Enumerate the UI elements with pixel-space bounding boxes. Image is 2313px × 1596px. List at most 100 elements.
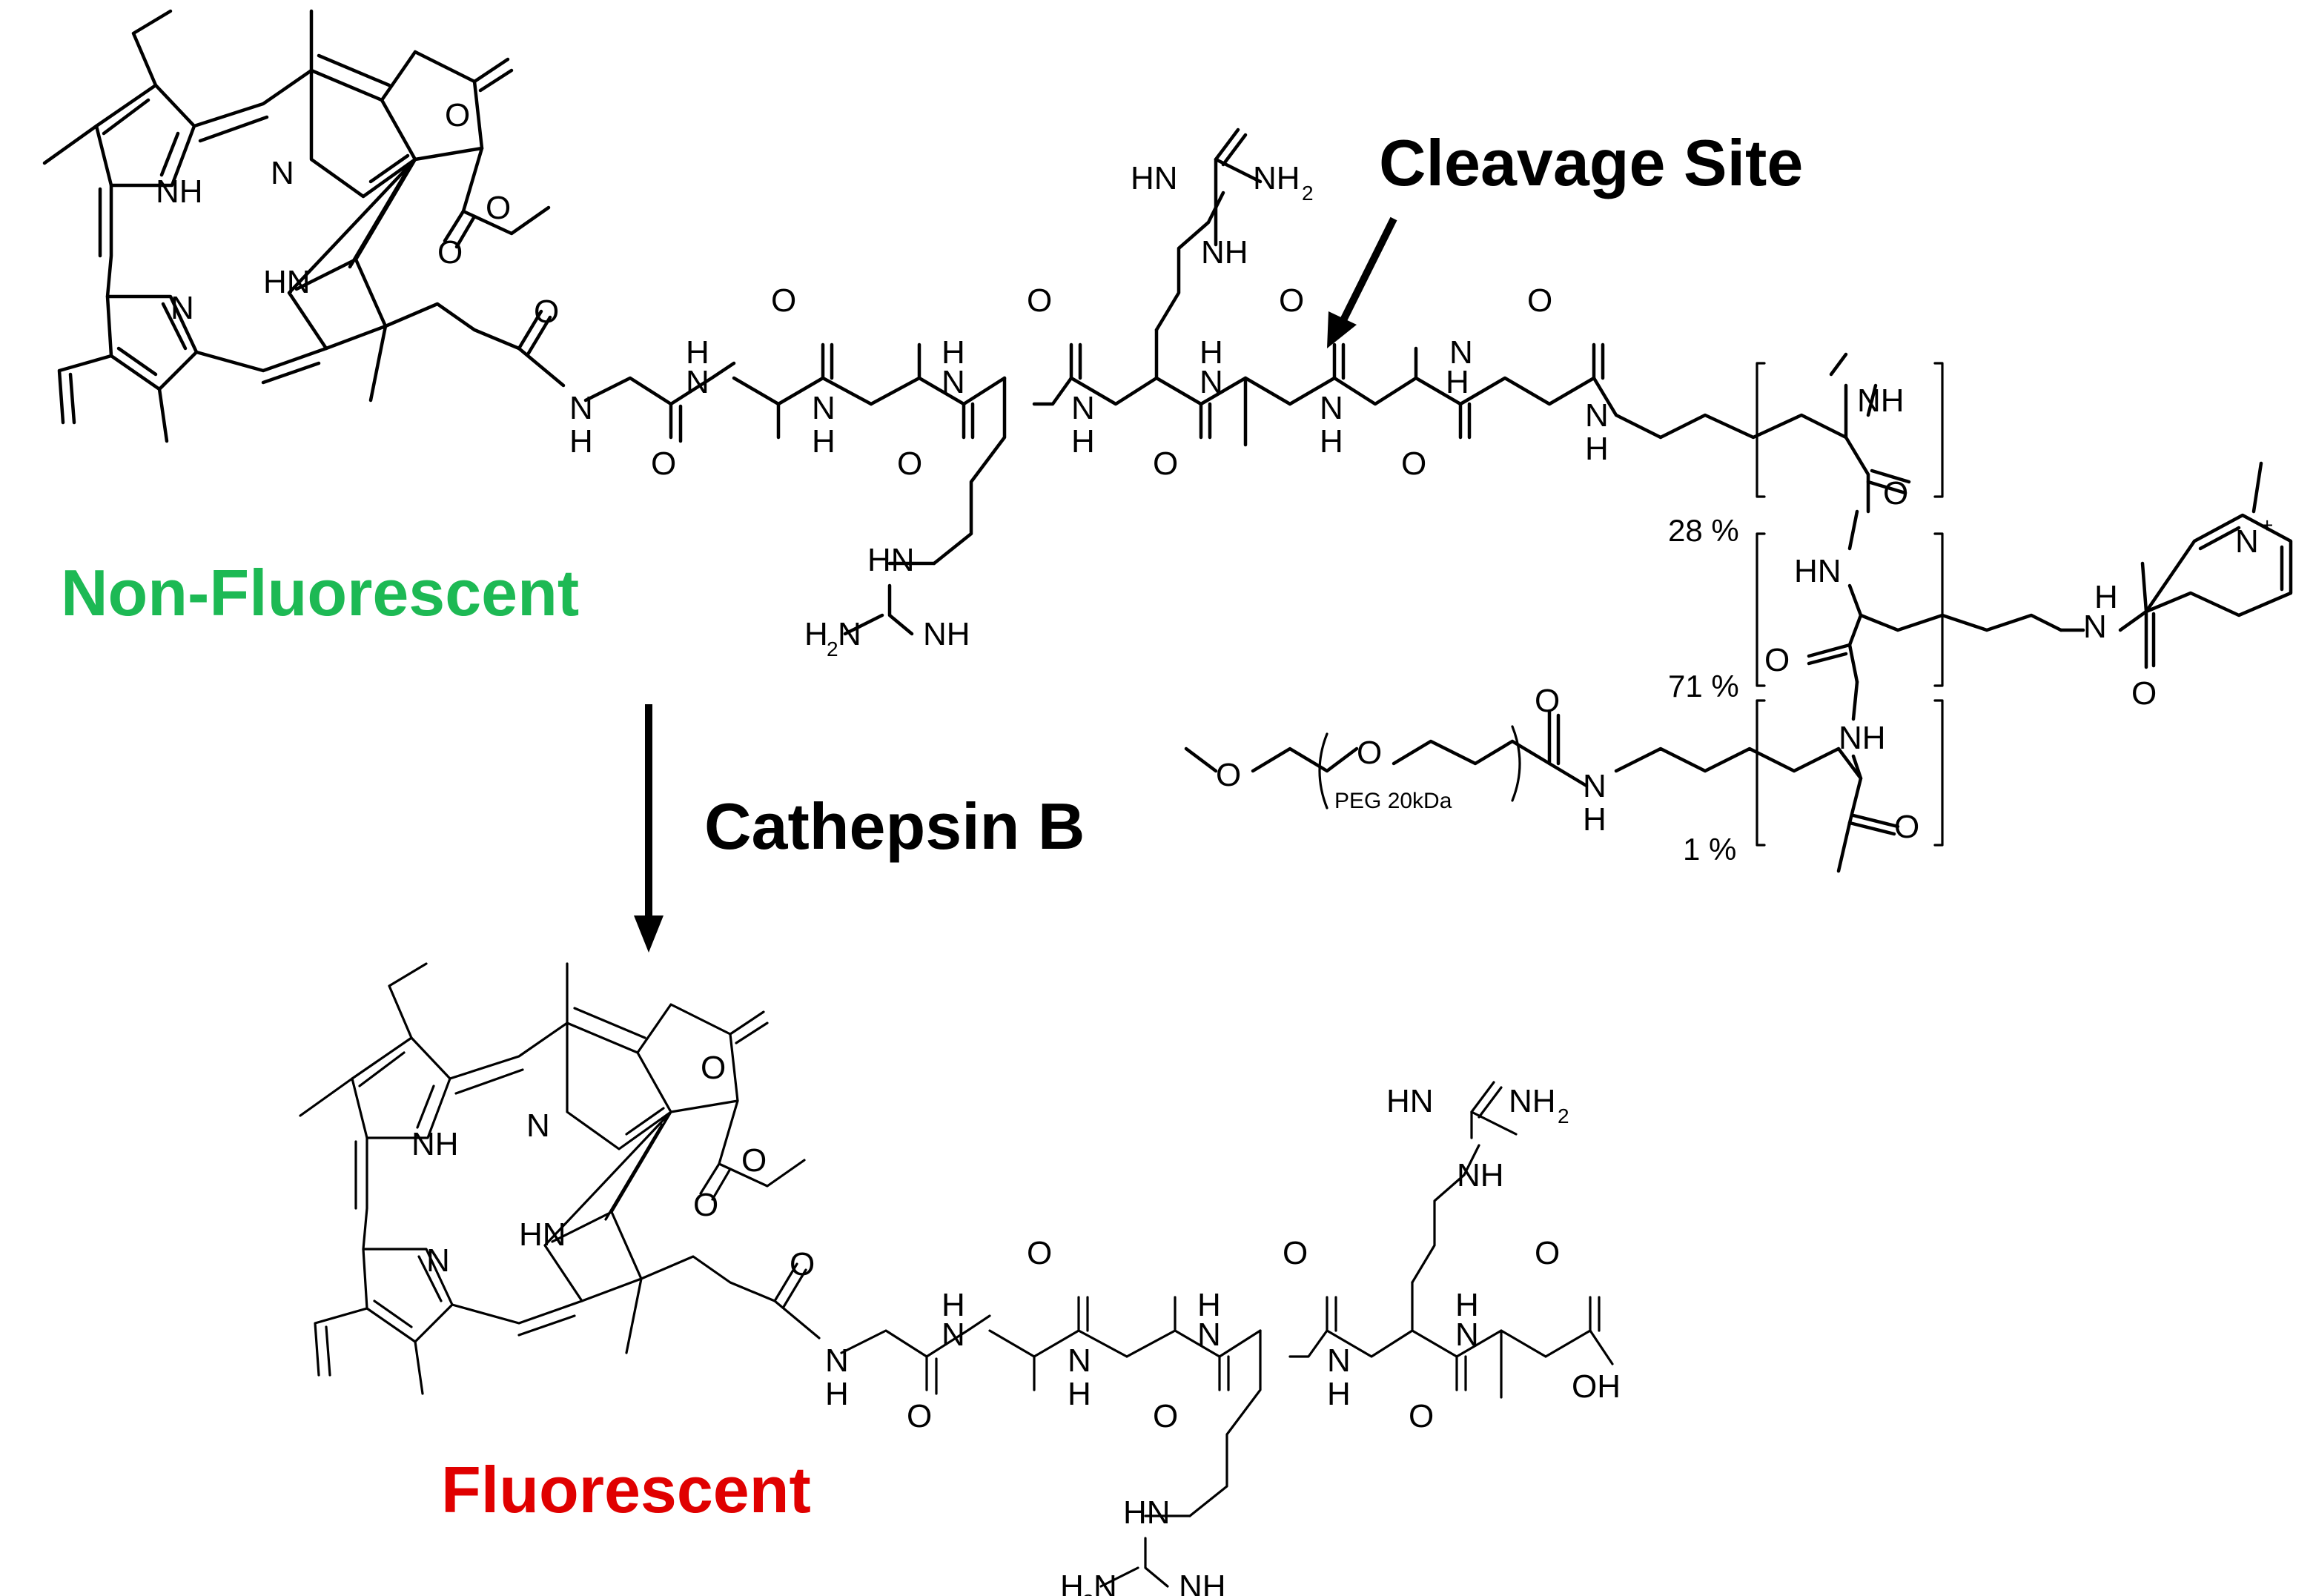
svg-text:NH: NH [156, 173, 203, 210]
peg-chain: O O O N H PEG 20kDa [1184, 683, 1863, 838]
svg-text:O: O [534, 294, 559, 330]
svg-text:HN: HN [1386, 1083, 1434, 1119]
svg-text:H: H [1455, 1287, 1479, 1323]
svg-text:O: O [741, 1142, 767, 1179]
svg-text:2: 2 [1558, 1105, 1569, 1128]
svg-text:NH: NH [1253, 160, 1300, 196]
svg-text:O: O [1409, 1398, 1434, 1434]
svg-text:O: O [1527, 282, 1552, 319]
svg-text:NH: NH [1457, 1157, 1504, 1193]
svg-text:N: N [838, 616, 861, 652]
svg-text:H: H [812, 423, 835, 460]
svg-text:H: H [942, 334, 965, 371]
svg-text:N: N [1199, 364, 1223, 400]
svg-text:N: N [1320, 390, 1343, 426]
svg-text:N: N [1585, 397, 1609, 434]
chlorin-core-bottom: NH N O O O HN N O [299, 962, 821, 1395]
svg-text:HN: HN [867, 542, 915, 578]
svg-text:O: O [1153, 446, 1178, 482]
svg-text:H: H [2094, 579, 2118, 615]
svg-text:HN: HN [1131, 160, 1178, 196]
svg-text:N: N [812, 390, 835, 426]
svg-text:O: O [1357, 735, 1382, 771]
svg-text:O: O [1027, 1235, 1052, 1271]
svg-text:O: O [1764, 642, 1790, 678]
svg-text:N: N [2235, 523, 2259, 560]
svg-text:O: O [2131, 675, 2157, 712]
svg-text:HN: HN [1123, 1494, 1171, 1531]
svg-text:N: N [686, 364, 709, 400]
svg-text:2: 2 [1082, 1590, 1094, 1596]
svg-text:O: O [1027, 282, 1052, 319]
svg-text:N: N [1197, 1317, 1221, 1353]
svg-text:O: O [1401, 446, 1426, 482]
svg-text:N: N [271, 155, 294, 191]
svg-text:N: N [942, 364, 965, 400]
svg-text:HN: HN [263, 264, 311, 300]
enzyme-label: Cathepsin B [704, 789, 1085, 863]
percent-28: 28 % [1668, 513, 1739, 548]
polymer-brackets [1756, 352, 2063, 873]
peptide-chain-top [583, 191, 1911, 566]
svg-text:NH: NH [923, 616, 970, 652]
svg-text:OH: OH [1572, 1368, 1621, 1405]
svg-text:N: N [942, 1317, 965, 1353]
svg-text:+: + [2261, 514, 2273, 537]
svg-text:N: N [569, 390, 593, 426]
svg-text:H: H [1583, 801, 1606, 838]
chlorin-atom-labels-top: NH N O O O HN N O [156, 97, 559, 330]
svg-text:O: O [1883, 475, 1908, 511]
non-fluorescent-label: Non-Fluorescent [61, 556, 579, 629]
svg-text:H: H [1068, 1376, 1091, 1412]
svg-text:O: O [651, 446, 676, 482]
arginine-down-top: HN H 2 N NH [804, 542, 970, 660]
pyridinium-group: N H O N + [2059, 461, 2293, 712]
svg-text:N: N [1449, 334, 1473, 371]
svg-text:H: H [1320, 423, 1343, 460]
cleavage-site-label: Cleavage Site [1379, 126, 1803, 199]
fluorescent-label: Fluorescent [441, 1453, 811, 1526]
svg-text:O: O [486, 190, 511, 226]
svg-text:H: H [1199, 334, 1223, 371]
svg-text:NH: NH [1839, 720, 1886, 756]
peg-label: PEG 20kDa [1334, 789, 1452, 813]
svg-text:O: O [1535, 1235, 1560, 1271]
svg-text:O: O [693, 1187, 718, 1223]
svg-text:O: O [445, 97, 470, 133]
svg-text:O: O [771, 282, 796, 319]
svg-text:2: 2 [827, 638, 838, 660]
svg-text:NH: NH [411, 1126, 459, 1162]
svg-text:H: H [1327, 1376, 1351, 1412]
svg-text:H: H [804, 616, 828, 652]
svg-text:H: H [686, 334, 709, 371]
peptide-chain-bottom: N H O H N O N H O H N O N H O H N O OH H… [825, 1081, 1621, 1596]
svg-text:N: N [426, 1242, 450, 1279]
svg-text:N: N [171, 290, 194, 326]
svg-text:H: H [1585, 431, 1609, 467]
svg-text:O: O [897, 446, 922, 482]
svg-text:2: 2 [1302, 182, 1314, 205]
svg-text:N: N [825, 1342, 849, 1379]
svg-text:O: O [1216, 757, 1241, 793]
svg-text:O: O [790, 1246, 815, 1282]
svg-text:O: O [701, 1050, 726, 1086]
svg-text:O: O [1535, 683, 1560, 719]
reaction-arrow [634, 704, 664, 953]
svg-text:H: H [1446, 364, 1469, 400]
percent-71: 71 % [1668, 669, 1739, 703]
svg-text:H: H [825, 1376, 849, 1412]
polymer-labels: NH O 28 % HN O 71 % NH O 1 % [1668, 383, 1919, 867]
svg-text:O: O [1283, 1235, 1308, 1271]
percent-1: 1 % [1683, 832, 1736, 867]
arginine-up-top: HN NH 2 NH [1131, 128, 1314, 271]
svg-text:H: H [942, 1287, 965, 1323]
cleavage-arrow [1327, 216, 1397, 348]
svg-text:N: N [526, 1107, 550, 1144]
svg-text:N: N [2083, 609, 2107, 645]
chlorin-core-top [42, 9, 566, 443]
svg-text:O: O [907, 1398, 932, 1434]
svg-text:N: N [1455, 1317, 1479, 1353]
svg-text:N: N [1583, 768, 1606, 804]
svg-text:N: N [1327, 1342, 1351, 1379]
